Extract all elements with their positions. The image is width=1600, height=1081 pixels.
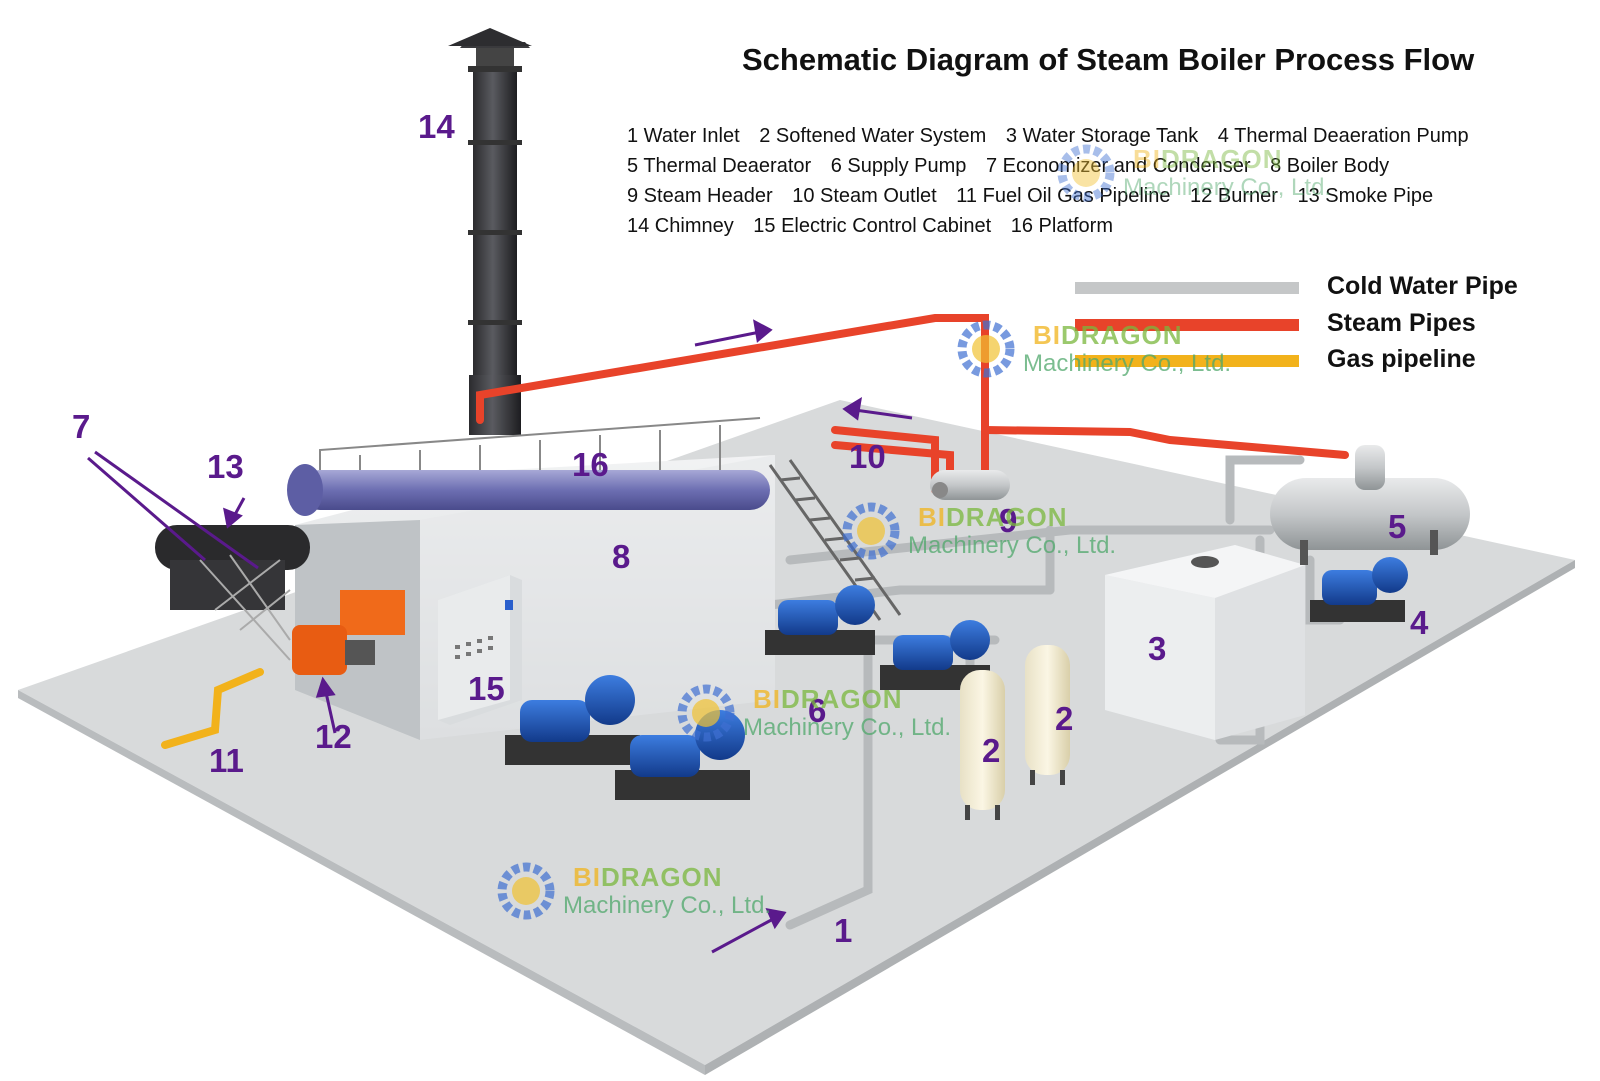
watermark-brand: BIDRAGON [1133, 144, 1283, 174]
flow-arrows [87, 319, 913, 954]
pipe-key-label: Cold Water Pipe [1327, 272, 1518, 300]
pipe-key-cold-water: Cold Water Pipe [1075, 272, 1575, 302]
legend-item: 4 Thermal Deaeration Pump [1217, 125, 1469, 147]
pipe-key-gas: Gas pipeline [1075, 345, 1575, 375]
callout-storage-tank: 3 [1148, 630, 1167, 667]
gear-logo-icon [1057, 144, 1115, 202]
legend-item: 1 Water Inlet [627, 125, 740, 147]
legend-item: 16 Platform [1010, 215, 1113, 237]
steam-swatch [1075, 319, 1299, 331]
deaeration-pump [1310, 557, 1408, 622]
callout-steam-header: 9 [999, 502, 1018, 539]
callout-burner: 12 [315, 718, 352, 755]
watermark-company: Machinery Co., Ltd. [908, 532, 1117, 559]
callout-chimney: 14 [418, 108, 455, 145]
callout-deaerator: 5 [1388, 508, 1407, 545]
callout-water-inlet: 1 [834, 912, 853, 949]
control-cabinet [438, 575, 522, 725]
legend-item: 13 Smoke Pipe [1297, 185, 1434, 207]
chimney [448, 28, 532, 435]
legend-row-3: 9 Steam Header 10 Steam Outlet 11 Fuel O… [627, 185, 1447, 208]
legend-item: 11 Fuel Oil Gas Pipeline [956, 185, 1171, 207]
callout-economizer: 7 [72, 408, 91, 445]
callout-supply-pump: 6 [808, 692, 827, 729]
legend-item: 15 Electric Control Cabinet [753, 215, 992, 237]
thermal-deaerator [1270, 445, 1470, 565]
floor-edge-right [705, 560, 1575, 1075]
legend-item: 5 Thermal Deaerator [627, 155, 812, 177]
gas-pipeline [161, 668, 264, 749]
watermark-brand: BIDRAGON [753, 684, 903, 714]
callout-control-cabinet: 15 [468, 670, 505, 707]
legend-item: 6 Supply Pump [830, 155, 967, 177]
legend-item: 7 Economizer and Condenser [985, 155, 1251, 177]
burner [292, 590, 405, 675]
callout-platform: 16 [572, 446, 609, 483]
steam-header [930, 470, 1010, 500]
legend-item: 2 Softened Water System [759, 125, 987, 147]
watermark-company: Machinery Co., Ltd. [563, 892, 772, 919]
water-storage-tank [1105, 545, 1305, 740]
watermark-company: Machinery Co., Ltd. [743, 714, 952, 741]
gear-logo-icon [497, 862, 555, 920]
pipe-key-label: Gas pipeline [1327, 345, 1476, 373]
legend-item: 10 Steam Outlet [792, 185, 937, 207]
pipe-key-label: Steam Pipes [1327, 309, 1476, 337]
callout-gas-pipeline: 11 [209, 742, 244, 779]
gear-logo-icon [842, 502, 900, 560]
callout-steam-outlet: 10 [849, 438, 886, 475]
callout-softened-water-a: 2 [1055, 700, 1074, 737]
pump-a [505, 675, 640, 765]
cold-water-swatch [1075, 282, 1299, 294]
legend-item: 8 Boiler Body [1270, 155, 1390, 177]
callout-boiler-body: 8 [612, 538, 631, 575]
watermark-brand: BIDRAGON [573, 862, 723, 892]
watermark-company: Machinery Co., Ltd. [1023, 350, 1232, 377]
pipe-key-steam: Steam Pipes [1075, 309, 1575, 339]
legend-row-2: 5 Thermal Deaerator 6 Supply Pump 7 Econ… [627, 155, 1403, 178]
floor-edge [18, 690, 705, 1075]
gear-logo-icon [957, 320, 1015, 378]
legend-item: 3 Water Storage Tank [1005, 125, 1199, 147]
watermark-brand: BIDRAGON [918, 502, 1068, 532]
watermark-company: Machinery Co., Ltd. [1123, 174, 1332, 201]
gas-swatch [1075, 355, 1299, 367]
gear-logo-icon [677, 684, 735, 742]
legend-item: 12 Burner [1190, 185, 1278, 207]
legend-item: 9 Steam Header [627, 185, 773, 207]
callout-smoke-pipe: 13 [207, 448, 244, 485]
callout-softened-water-b: 2 [982, 732, 1001, 769]
legend-item: 14 Chimney [627, 215, 734, 237]
callout-deaeration-pump: 4 [1410, 604, 1429, 641]
pump-c [765, 585, 875, 655]
softened-water-tanks [960, 645, 1070, 820]
watermark-brand: BIDRAGON [1033, 320, 1183, 350]
economizer-smoke-pipe [155, 525, 310, 661]
legend-row-1: 1 Water Inlet 2 Softened Water System 3 … [627, 125, 1483, 148]
diagram-title: Schematic Diagram of Steam Boiler Proces… [742, 42, 1475, 77]
legend-row-4: 14 Chimney 15 Electric Control Cabinet 1… [627, 215, 1127, 238]
